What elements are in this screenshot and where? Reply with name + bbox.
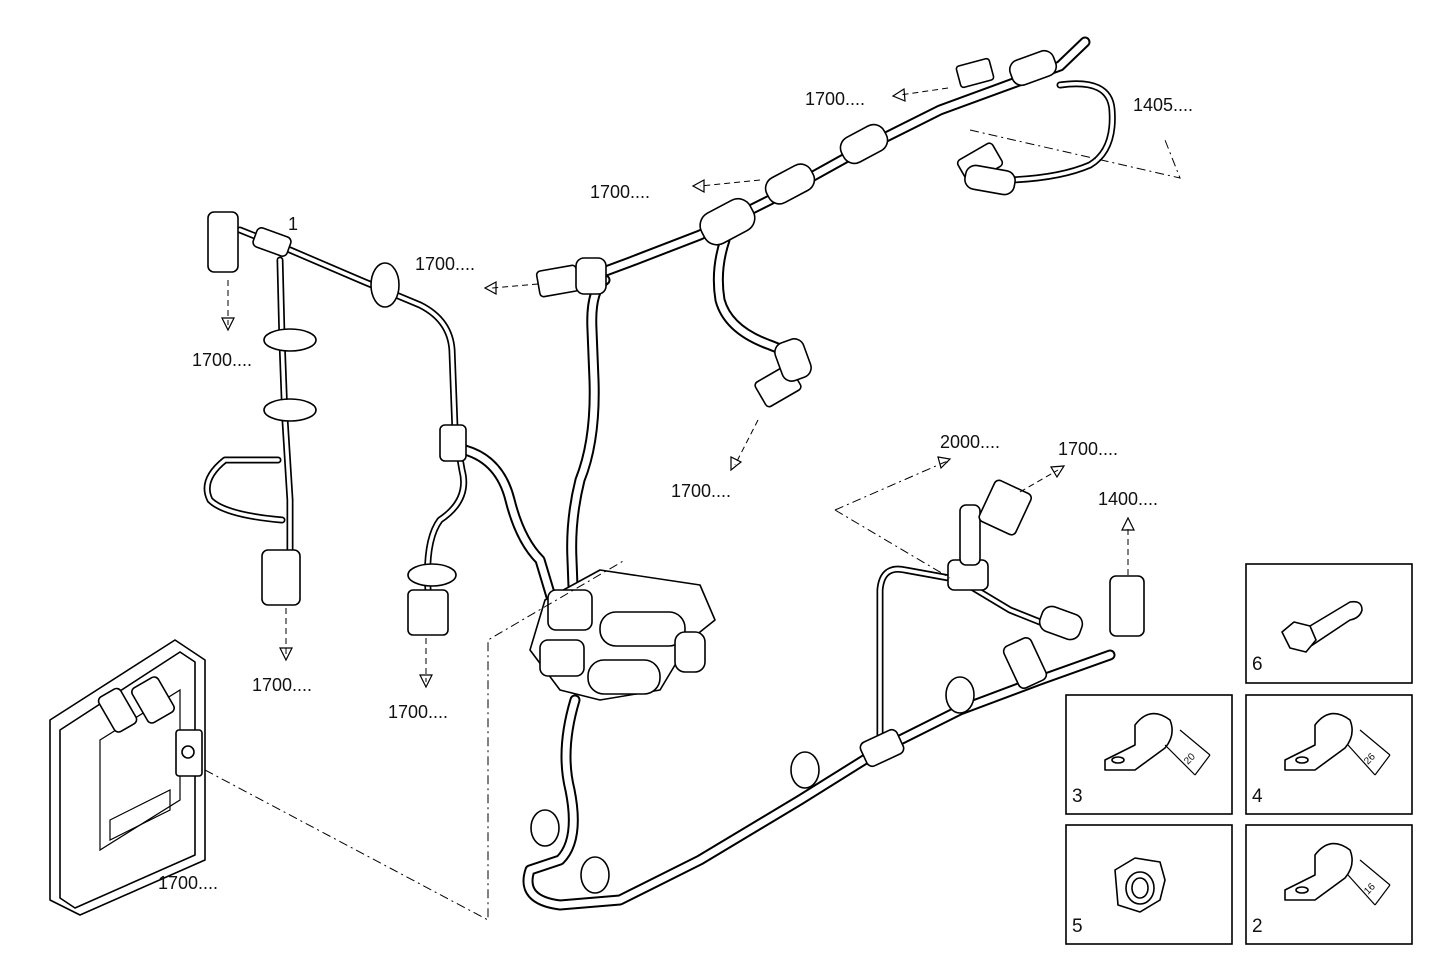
callout-ref-mid-b: 1700.... — [671, 481, 731, 501]
ecu-module — [49, 639, 206, 916]
valve-block — [529, 569, 716, 701]
callout-labels: 1 1700.... 1700.... 1700.... 1700.... 17… — [158, 89, 1193, 893]
detail-2-number: 2 — [1252, 916, 1263, 937]
callout-ref-top-b: 1700.... — [590, 182, 650, 202]
trunk-connectors — [535, 49, 1058, 408]
detail-4-number: 4 — [1252, 786, 1263, 807]
callout-ref-top-a: 1700.... — [805, 89, 865, 109]
detail-box-4: 26 4 — [1245, 694, 1413, 815]
detail-box-3: 20 3 — [1065, 694, 1233, 815]
callout-ref-1400: 1400.... — [1098, 489, 1158, 509]
callout-ref-ecu: 1700.... — [158, 873, 218, 893]
callout-ref-1405: 1405.... — [1133, 95, 1193, 115]
callout-ref-left-b: 1700.... — [252, 675, 312, 695]
main-harness-trunk — [566, 36, 1091, 646]
lower-harness — [522, 479, 1145, 911]
callout-ref-left-a: 1700.... — [192, 350, 252, 370]
callout-ref-mid-a: 1700.... — [415, 254, 475, 274]
detail-6-number: 6 — [1252, 654, 1263, 675]
detail-box-5: 5 — [1065, 824, 1233, 945]
detail-box-6: 6 — [1245, 563, 1413, 684]
left-sensor-harness — [203, 211, 561, 636]
detail-5-number: 5 — [1072, 916, 1083, 937]
leader-lines — [204, 129, 1181, 921]
harness-branch-1405 — [964, 80, 1116, 196]
callout-ref-left-c: 1700.... — [388, 702, 448, 722]
reference-arrows — [221, 87, 1135, 689]
detail-3-number: 3 — [1072, 786, 1083, 807]
callout-item-1: 1 — [288, 214, 298, 234]
callout-ref-right-a: 1700.... — [1058, 439, 1118, 459]
callout-ref-2000: 2000.... — [940, 432, 1000, 452]
detail-box-2: 16 2 — [1245, 824, 1413, 945]
